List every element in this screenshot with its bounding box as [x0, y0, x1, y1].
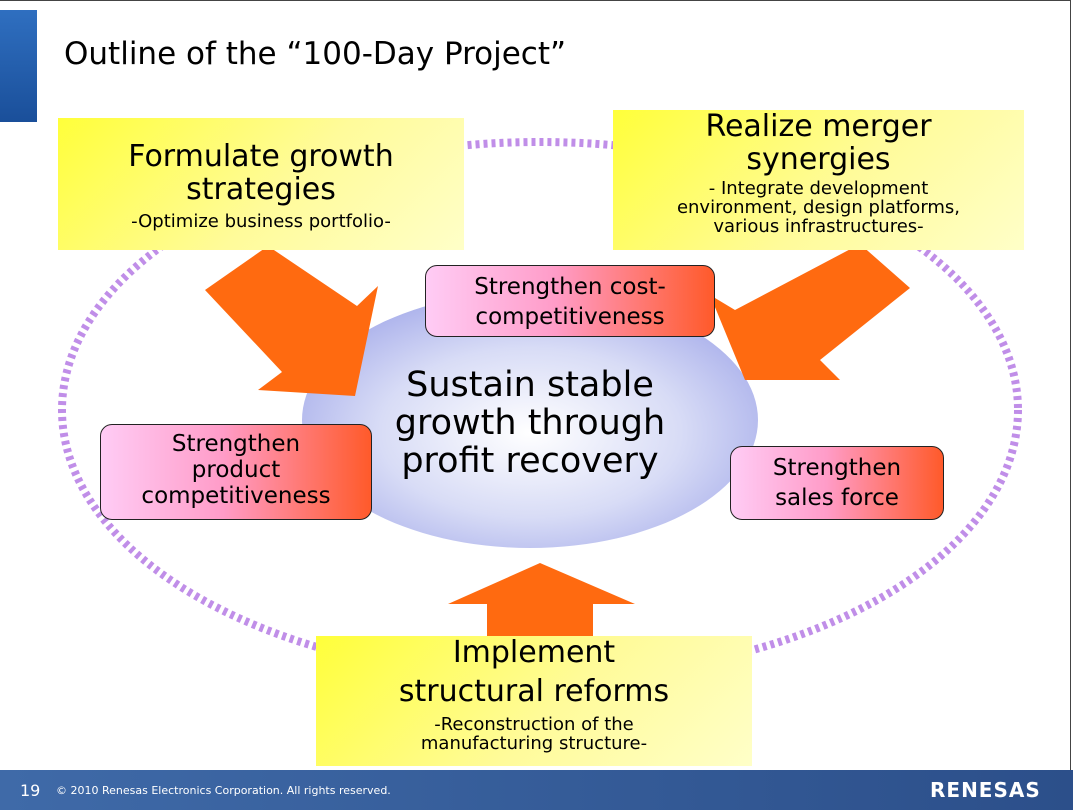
- product-tag-line-2: product: [191, 457, 281, 483]
- diagram-graphics: [58, 138, 1022, 682]
- cost-tag-line-1: Strengthen cost-: [474, 274, 666, 300]
- reform-subtitle-1: -Reconstruction of the: [434, 714, 634, 735]
- product-tag-line-1: Strengthen: [171, 431, 301, 457]
- center-line-1: Sustain stable: [406, 365, 654, 405]
- page-title: Outline of the “100-Day Project”: [64, 36, 567, 72]
- center-line-2: growth through: [394, 403, 666, 443]
- dotted-cycle-ring: [58, 138, 1022, 682]
- structural-reforms-box: Implement structural reforms -Reconstruc…: [316, 636, 752, 766]
- merger-synergies-box: Realize merger synergies - Integrate dev…: [613, 110, 1024, 250]
- arrow-from-growth: [205, 246, 378, 396]
- synergy-title-2: synergies: [746, 142, 891, 177]
- center-ellipse: [302, 292, 758, 548]
- sales-force-tag: Strengthen sales force: [730, 446, 944, 520]
- synergy-title-1: Realize merger: [705, 109, 932, 144]
- growth-subtitle: -Optimize business portfolio-: [131, 211, 391, 232]
- title-accent-bar: [0, 10, 37, 122]
- slide-frame: [0, 0, 1071, 770]
- footer-bar: 19 © 2010 Renesas Electronics Corporatio…: [0, 770, 1073, 810]
- center-goal-text: Sustain stable growth through profit rec…: [360, 366, 700, 480]
- reform-title-1: Implement: [452, 635, 616, 670]
- copyright-text: © 2010 Renesas Electronics Corporation. …: [56, 784, 391, 797]
- reform-title-2: structural reforms: [398, 674, 670, 709]
- cost-tag-line-2: competitiveness: [475, 304, 665, 330]
- cost-competitiveness-tag: Strengthen cost- competitiveness: [425, 265, 715, 337]
- product-competitiveness-tag: Strengthen product competitiveness: [100, 424, 372, 520]
- page-number: 19: [20, 781, 41, 800]
- growth-title-2: strategies: [186, 172, 336, 207]
- sales-tag-line-1: Strengthen: [772, 455, 902, 481]
- sales-tag-line-2: sales force: [775, 485, 899, 511]
- growth-title-1: Formulate growth: [128, 139, 394, 174]
- synergy-subtitle-2: environment, design platforms,: [676, 197, 961, 218]
- synergy-subtitle-1: - Integrate development: [708, 178, 929, 199]
- growth-strategies-box: Formulate growth strategies -Optimize bu…: [58, 118, 464, 250]
- synergy-subtitle-3: various infrastructures-: [713, 216, 924, 237]
- reform-subtitle-2: manufacturing structure-: [420, 733, 648, 754]
- product-tag-line-3: competitiveness: [141, 483, 331, 509]
- arrow-from-synergy: [710, 244, 910, 380]
- center-line-3: profit recovery: [401, 441, 659, 481]
- arrow-from-reform: [448, 563, 635, 643]
- renesas-logo: RENESAS: [930, 778, 1041, 802]
